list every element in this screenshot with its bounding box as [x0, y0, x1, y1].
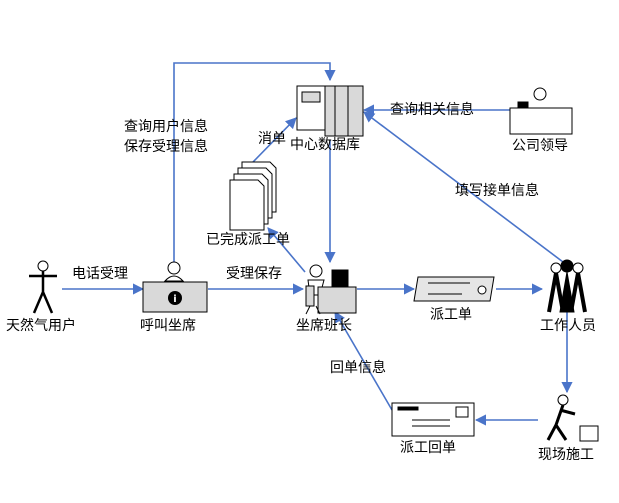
query-related-label: 查询相关信息	[390, 102, 474, 118]
return-order-label: 派工回单	[400, 440, 456, 456]
arrow-workers-to-database	[363, 111, 568, 266]
fill-order-label: 填写接单信息	[455, 183, 539, 199]
company-lead-icon	[509, 87, 573, 135]
arrow-call-seat-to-database	[173, 62, 336, 262]
arrow-completed-to-database	[252, 117, 297, 163]
onsite-label: 现场施工	[538, 447, 594, 463]
phone-accept-label: 电话受理	[72, 266, 128, 282]
dispatch-order-icon	[413, 276, 495, 302]
svg-text:i: i	[173, 294, 176, 305]
envelope-icon	[391, 402, 475, 437]
cancel-order-label: 消单	[258, 131, 286, 147]
database-server-icon	[296, 85, 364, 137]
accept-save-label: 受理保存	[226, 266, 282, 282]
arrow-return-to-leader	[334, 311, 393, 411]
call-seat-label: 呼叫坐席	[140, 318, 196, 334]
dispatch-order-label: 派工单	[430, 307, 472, 323]
call-seat-icon: i	[142, 261, 208, 313]
seat-leader-icon	[305, 264, 357, 315]
completed-orders-label: 已完成派工单	[206, 232, 290, 248]
person-icon	[29, 260, 57, 314]
construction-worker-icon	[546, 394, 599, 442]
connectors	[62, 62, 573, 426]
company-lead-label: 公司领导	[512, 138, 568, 154]
query-user-label: 查询用户信息	[124, 119, 208, 135]
return-info-label: 回单信息	[330, 360, 386, 376]
seat-leader-label: 坐席班长	[296, 318, 352, 334]
gas-user-label: 天然气用户	[6, 318, 76, 334]
workers-label: 工作人员	[540, 318, 596, 334]
arrow-leader-to-completed	[267, 227, 306, 273]
save-accept-label: 保存受理信息	[124, 139, 208, 155]
workers-icon	[547, 259, 587, 313]
document-stack-icon	[229, 161, 277, 231]
data-center-label: 中心数据库	[290, 137, 360, 153]
